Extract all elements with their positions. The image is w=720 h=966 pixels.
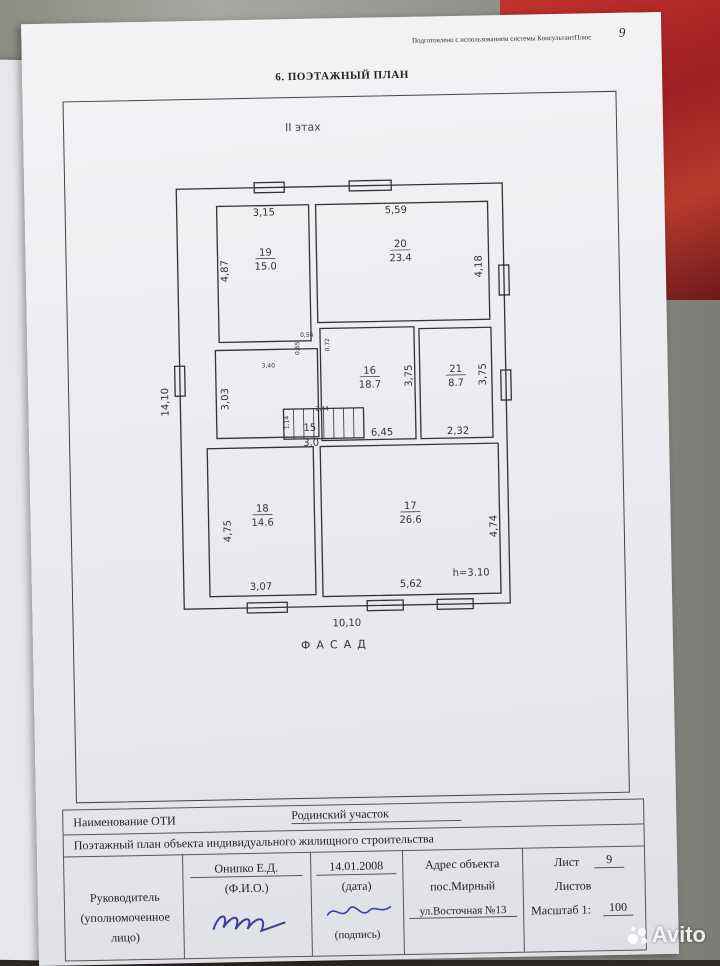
signature-mark <box>321 896 398 927</box>
date-value: 14.01.2008 <box>316 858 396 876</box>
dim-hall-depth: 3,03 <box>220 388 231 410</box>
room-16-number: 16 <box>363 365 376 376</box>
date-label: (дата) <box>316 878 396 895</box>
room-21-number: 21 <box>449 364 462 375</box>
scale-value: 100 <box>603 900 633 917</box>
room-21-area: 8.7 <box>448 378 464 389</box>
document-page: Подготовлено с использованием системы Ко… <box>21 12 679 966</box>
signature-scribble <box>205 900 296 942</box>
address-label: Адрес объекта <box>408 856 516 873</box>
sheets-label: Листов <box>555 878 592 894</box>
dim-small-a: 0,54 <box>300 332 314 339</box>
room-20-area: 23.4 <box>389 253 411 264</box>
dim-room17-depth: 4,74 <box>489 515 500 537</box>
dim-room17-width: 5,62 <box>400 579 422 590</box>
dim-room16-width: 6,45 <box>371 427 393 438</box>
room-20-number: 20 <box>394 239 407 250</box>
avito-wordmark: Avito <box>652 922 706 947</box>
dim-stairs-width: 2,44 <box>315 405 329 412</box>
room-17-number: 17 <box>404 501 417 512</box>
room-19-area: 15.0 <box>254 261 276 272</box>
dim-overall-width: 10,10 <box>332 618 361 630</box>
head-label: Руководитель (уполномоченное лицо) <box>71 886 180 948</box>
dim-overall-depth: 14,10 <box>160 388 172 417</box>
fio-value: Онипко Е.Д. <box>190 860 302 878</box>
dim-room19-depth: 4,87 <box>220 260 231 282</box>
sign-label: (подпись) <box>317 928 397 942</box>
dim-stairs-depth: 1,14 <box>284 416 291 430</box>
room-15-number: 15 <box>303 423 316 434</box>
room-17-area: 26.6 <box>399 515 421 526</box>
avito-logo-icon <box>627 924 649 946</box>
title-block: Наименование ОТИ Родинский участок Поэта… <box>62 798 647 961</box>
floor-plan: 19 15.0 20 23.4 16 18.7 21 8.7 15 3.0 18… <box>21 12 676 804</box>
dim-small-c: 0,72 <box>324 338 331 352</box>
dim-room20-width: 5,59 <box>385 205 407 216</box>
dim-room19-width: 3,15 <box>253 207 275 218</box>
room-18-area: 14.6 <box>251 517 273 528</box>
sheet-label: Лист <box>554 855 579 870</box>
dim-room21-width: 2,32 <box>447 426 469 437</box>
dim-room21-depth: 3,75 <box>478 363 489 385</box>
room-15-area: 3.0 <box>303 438 319 449</box>
address-street: ул.Восточная №13 <box>409 904 517 919</box>
room-18-number: 18 <box>256 504 269 515</box>
name-value: Родинский участок <box>291 805 461 824</box>
dim-small-d: 3,40 <box>262 362 276 369</box>
ceiling-height: h=3.10 <box>453 567 490 579</box>
room-16-area: 18.7 <box>359 379 381 390</box>
address-settlement: пос.Мирный <box>409 878 517 895</box>
dim-room16-depth: 3,75 <box>404 364 415 386</box>
name-label: Наименование ОТИ <box>73 813 176 830</box>
sheet-value: 9 <box>594 852 624 869</box>
dim-small-b: 0,65 <box>294 341 301 355</box>
dim-room18-depth: 4,75 <box>223 520 234 542</box>
dim-room20-depth: 4,18 <box>474 255 485 277</box>
fio-label: (Ф.И.О.) <box>191 880 303 897</box>
scale-label: Масштаб 1: <box>531 902 591 918</box>
avito-watermark: Avito <box>627 922 706 948</box>
dim-room18-width: 3,07 <box>250 582 272 593</box>
room-19-number: 19 <box>259 247 272 258</box>
facade-label: ФАСАД <box>301 638 372 652</box>
